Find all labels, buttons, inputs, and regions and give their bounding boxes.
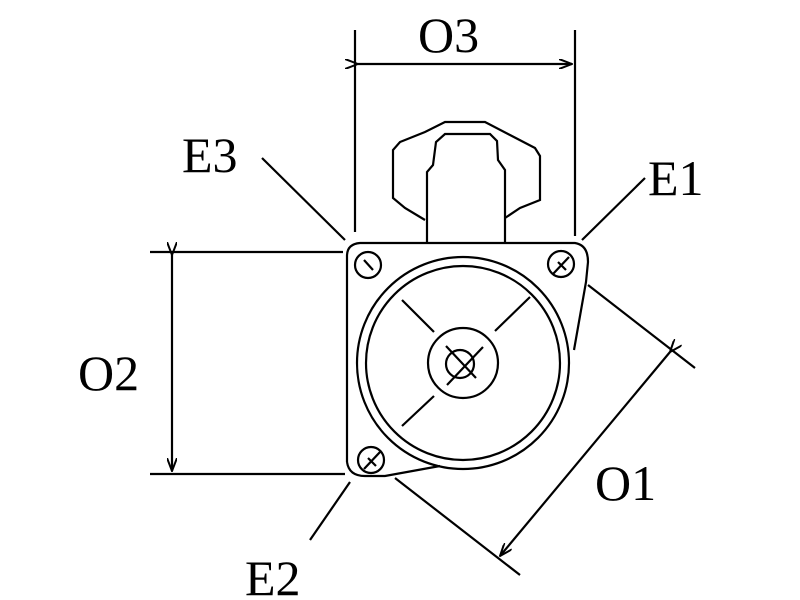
- solenoid: [391, 120, 542, 242]
- label-o3: O3: [418, 7, 479, 63]
- hole-e3: [353, 250, 383, 280]
- dimension-o3: O3: [355, 7, 577, 236]
- label-o2: O2: [78, 345, 139, 401]
- hole-e1: [546, 249, 576, 279]
- leader-e1: E1: [581, 150, 704, 241]
- hub: [426, 326, 500, 400]
- label-e3: E3: [182, 127, 238, 183]
- label-o1: O1: [595, 455, 656, 511]
- label-e2: E2: [245, 550, 301, 600]
- dimension-o2: O2: [78, 252, 345, 476]
- shaft: [444, 348, 476, 380]
- leader-e3: E3: [182, 127, 346, 241]
- label-e1: E1: [648, 150, 704, 206]
- motor-housing: [355, 255, 571, 471]
- dimension-o1: O1: [394, 284, 696, 576]
- hole-e2: [356, 445, 386, 475]
- mounting-flange: [345, 241, 590, 478]
- leader-e2: E2: [245, 481, 351, 600]
